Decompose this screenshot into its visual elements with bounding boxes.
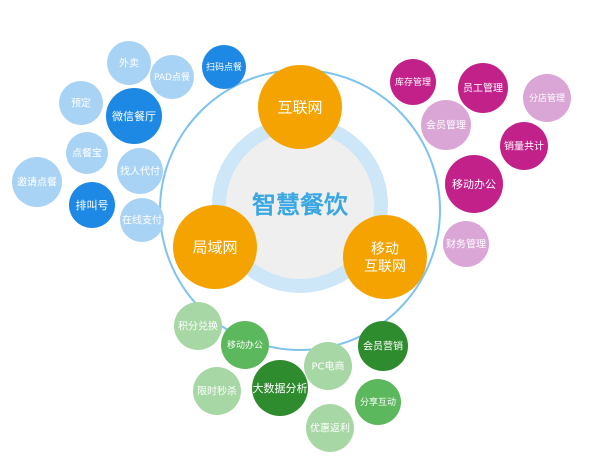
center-circle [226, 131, 374, 279]
green-bubble-0-label: 积分兑换 [178, 320, 218, 333]
main-node-lan: 局域网 [173, 205, 257, 289]
pink-bubble-3-label: 会员管理 [426, 119, 466, 132]
blue-bubble-9-label: 在线支付 [122, 214, 162, 227]
blue-bubble-1: PAD点餐 [150, 55, 194, 99]
blue-bubble-6-label: 找人代付 [120, 165, 160, 178]
green-bubble-7: 优惠返利 [306, 404, 354, 452]
blue-bubble-3-label: 预定 [71, 97, 91, 110]
pink-bubble-4-label: 销量共计 [504, 140, 544, 153]
green-bubble-6-circle [355, 379, 401, 425]
main-nodes: 互联网局域网移动互联网 [173, 65, 427, 299]
green-bubble-5: 大数据分析 [252, 360, 308, 416]
blue-bubble-9: 在线支付 [120, 198, 164, 242]
pink-bubble-0-label: 库存管理 [395, 76, 431, 88]
blue-bubble-3: 预定 [59, 81, 103, 125]
green-bubble-5-label: 大数据分析 [253, 381, 308, 395]
blue-bubble-4-circle [106, 88, 162, 144]
pink-bubble-1: 员工管理 [458, 63, 508, 113]
pink-bubble-6: 财务管理 [443, 221, 489, 267]
blue-bubble-0-circle [107, 41, 151, 85]
blue-bubble-4: 微信餐厅 [106, 88, 162, 144]
pink-bubble-6-label: 财务管理 [446, 238, 486, 251]
pink-bubble-4-circle [500, 122, 548, 170]
main-node-lan-label: 局域网 [192, 238, 237, 256]
green-bubble-0: 积分兑换 [174, 302, 222, 350]
blue-bubble-6-circle [117, 148, 163, 194]
main-node-lan-circle [173, 205, 257, 289]
blue-bubble-7-circle [12, 157, 62, 207]
green-bubble-6-label: 分享互动 [360, 396, 396, 408]
pink-bubble-2-circle [523, 74, 571, 122]
main-node-internet: 互联网 [258, 65, 342, 149]
green-bubble-1: 移动办公 [221, 321, 269, 369]
green-bubble-2-circle [358, 321, 408, 371]
green-bubble-2: 会员营销 [358, 321, 408, 371]
pink-bubble-6-circle [443, 221, 489, 267]
blue-bubble-2-circle [202, 45, 246, 89]
blue-bubble-8: 排叫号 [69, 182, 115, 228]
pink-bubble-5: 移动办公 [445, 155, 503, 213]
blue-bubble-0-label: 外卖 [119, 58, 139, 70]
pink-bubble-2-label: 分店管理 [529, 92, 565, 104]
pink-bubble-0-circle [390, 59, 436, 105]
main-node-internet-label: 互联网 [277, 98, 322, 116]
green-bubble-3-label: PC电商 [311, 360, 344, 373]
blue-bubble-3-circle [59, 81, 103, 125]
green-bubble-4: 限时秒杀 [193, 367, 241, 415]
main-node-mobile_internet-circle [343, 215, 427, 299]
green-bubble-7-label: 优惠返利 [310, 422, 350, 435]
center-title: 智慧餐饮 [252, 191, 349, 219]
green-bubble-3-circle [304, 342, 352, 390]
blue-bubble-5-label: 点餐宝 [72, 147, 102, 160]
blue-bubble-1-circle [150, 55, 194, 99]
pink-bubble-3-circle [421, 100, 471, 150]
blue-bubble-7: 邀请点餐 [12, 157, 62, 207]
pink-bubble-2: 分店管理 [523, 74, 571, 122]
blue-bubble-5: 点餐宝 [66, 132, 108, 174]
pink-bubble-4: 销量共计 [500, 122, 548, 170]
green-bubble-2-label: 会员营销 [363, 340, 403, 353]
blue-bubble-8-label: 排叫号 [76, 198, 109, 212]
pink-bubble-1-label: 员工管理 [463, 82, 503, 95]
main-node-internet-circle [258, 65, 342, 149]
green-bubble-6: 分享互动 [355, 379, 401, 425]
main-node-mobile_internet-label: 移动 [371, 241, 399, 257]
green-bubble-5-circle [252, 360, 308, 416]
green-bubble-4-label: 限时秒杀 [197, 385, 237, 398]
blue-bubble-2-label: 扫码点餐 [206, 61, 242, 73]
blue-bubble-5-circle [66, 132, 108, 174]
blue-bubble-9-circle [120, 198, 164, 242]
blue-bubble-8-circle [69, 182, 115, 228]
pink-bubble-3: 会员管理 [421, 100, 471, 150]
blue-bubble-0: 外卖 [107, 41, 151, 85]
green-bubble-0-circle [174, 302, 222, 350]
blue-bubble-1-label: PAD点餐 [154, 71, 190, 83]
pink-bubble-5-circle [445, 155, 503, 213]
green-bubble-7-circle [306, 404, 354, 452]
blue-bubble-4-label: 微信餐厅 [112, 109, 156, 123]
blue-bubble-2: 扫码点餐 [202, 45, 246, 89]
blue-bubble-6: 找人代付 [117, 148, 163, 194]
green-bubble-4-circle [193, 367, 241, 415]
pink-bubble-5-label: 移动办公 [452, 178, 496, 191]
pink-bubble-1-circle [458, 63, 508, 113]
blue-bubble-7-label: 邀请点餐 [17, 176, 57, 189]
pink-bubble-0: 库存管理 [390, 59, 436, 105]
green-bubble-1-circle [221, 321, 269, 369]
main-node-mobile_internet-label: 互联网 [364, 259, 406, 275]
green-bubble-1-label: 移动办公 [227, 339, 263, 351]
green-bubble-3: PC电商 [304, 342, 352, 390]
